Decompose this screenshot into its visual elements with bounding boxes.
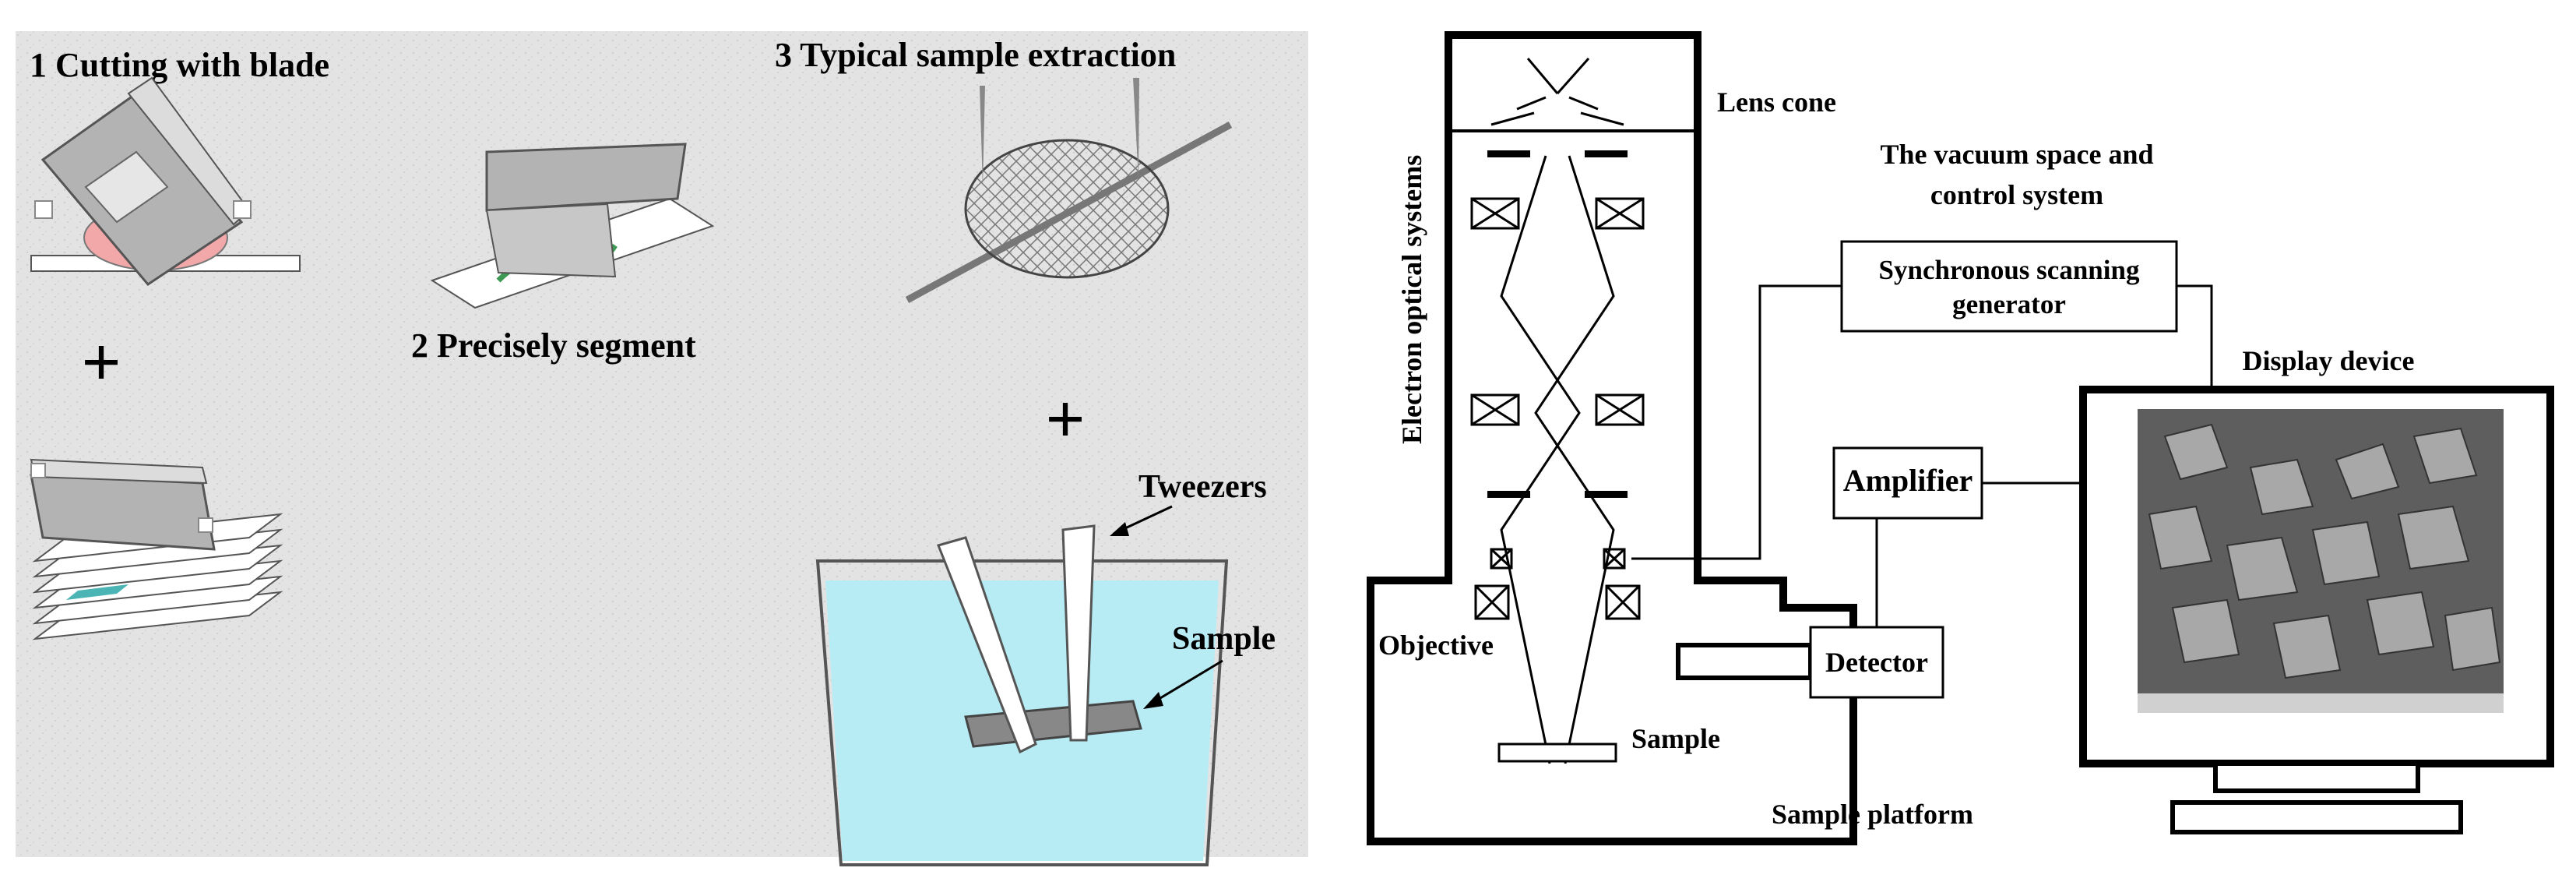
aperture-mid-left <box>1487 491 1530 498</box>
sample-preparation-panel: 1 Cutting with blade + 2 Precisel <box>16 31 1308 866</box>
sample-arrow <box>1148 659 1223 707</box>
step1-label: 1 Cutting with blade <box>30 46 329 84</box>
precise-segment-illustration <box>430 143 715 309</box>
sample-stage <box>1497 743 1617 763</box>
condenser-lens-2 <box>1470 393 1645 426</box>
plus-sign-1: + <box>81 324 121 401</box>
electron-beam-path <box>1500 155 1581 764</box>
microscope-column <box>1367 31 1857 845</box>
electron-optical-label: Electron optical systems <box>1396 155 1427 444</box>
step2-label: 2 Precisely segment <box>411 326 696 365</box>
amplifier-label: Amplifier <box>1843 463 1973 498</box>
vacuum-label-1: The vacuum space and <box>1880 139 2153 170</box>
sample-label-right: Sample <box>1631 723 1720 754</box>
sem-schematic-panel: Detector Amplifier Synchronous scanning … <box>1324 0 2576 892</box>
step3-label: 3 Typical sample extraction <box>775 36 1176 74</box>
electron-beam-path-2 <box>1534 155 1615 764</box>
amplifier-box <box>1832 446 1983 520</box>
objective-label: Objective <box>1378 630 1494 661</box>
display-device <box>2079 386 2554 834</box>
sync-generator-label-2: generator <box>1952 289 2066 319</box>
plus-sign-2: + <box>1045 381 1085 458</box>
sync-generator-box <box>1840 240 2178 333</box>
sample-arrowhead <box>1143 692 1163 709</box>
blade-cutting-illustration <box>30 76 301 286</box>
electron-gun <box>1490 58 1624 126</box>
objective-lens <box>1474 584 1641 620</box>
aperture-top-right <box>1585 150 1628 157</box>
sample-label-left: Sample <box>1172 621 1276 657</box>
tweezers-label: Tweezers <box>1138 469 1267 505</box>
sample-extraction-illustration <box>905 78 1233 303</box>
beaker-illustration <box>815 524 1229 866</box>
vacuum-label-2: control system <box>1930 179 2103 210</box>
stacked-slices-illustration <box>30 458 283 640</box>
lens-cone-label: Lens cone <box>1717 86 1836 118</box>
aperture-top-left <box>1487 150 1530 157</box>
scan-coil-sync-link <box>1631 284 1842 560</box>
sync-generator-label-1: Synchronous scanning <box>1879 255 2140 285</box>
sync-display-link <box>2177 284 2213 390</box>
display-device-label: Display device <box>2243 345 2415 376</box>
aperture-mid-right <box>1585 491 1628 498</box>
detector-label: Detector <box>1825 647 1928 678</box>
tweezers-arrowhead <box>1110 522 1129 536</box>
sample-platform-label: Sample platform <box>1772 799 1973 830</box>
detector-probe <box>1676 643 1813 680</box>
scan-coils <box>1490 548 1626 570</box>
condenser-lens-1 <box>1470 197 1645 230</box>
